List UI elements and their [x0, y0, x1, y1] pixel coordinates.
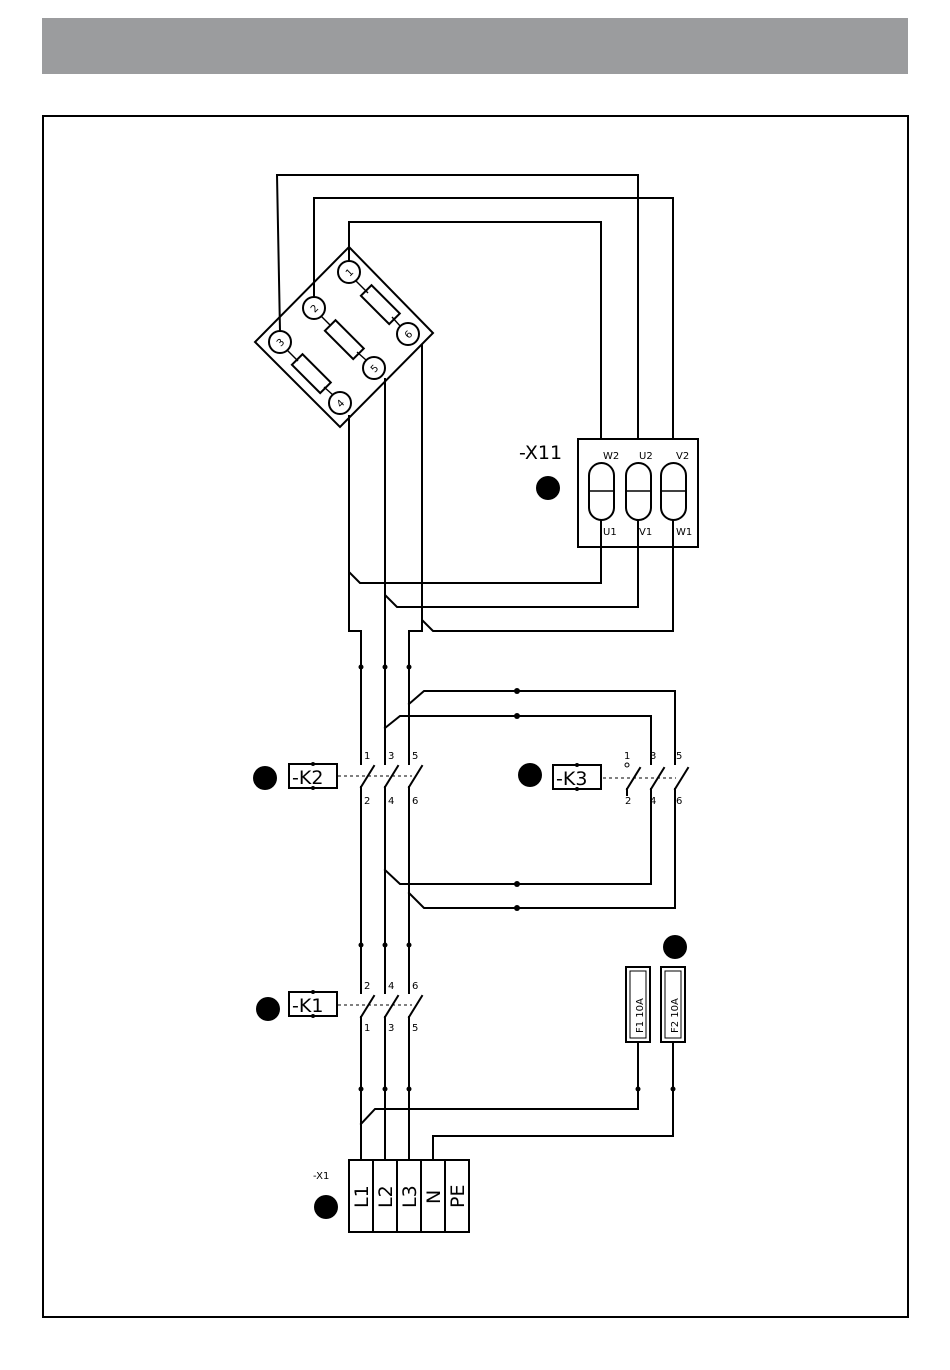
marker-dot-x1	[314, 1195, 338, 1219]
k3-bridge-wires	[385, 691, 675, 908]
terminal-number: 1	[364, 751, 370, 762]
marker-dot-x11	[536, 476, 560, 500]
k3-label: -K3	[556, 768, 587, 790]
x1-cell-label: L3	[399, 1185, 421, 1208]
terminal-number: 4	[650, 796, 656, 807]
terminal-number: 2	[625, 796, 631, 807]
terminal-number: 4	[388, 796, 394, 807]
x1-label: -X1	[313, 1171, 329, 1182]
x11-label: -X11	[519, 442, 562, 464]
fuse-label: F1 10A	[635, 998, 646, 1033]
terminal-number: 4	[388, 981, 394, 992]
supply-terminal-x1: L1 L2 L3 N PE	[349, 1160, 469, 1232]
x11-top-label: U2	[639, 451, 653, 462]
fuse-f2: F2 10A	[661, 967, 685, 1136]
terminal-number: 5	[412, 1023, 418, 1034]
motor-return-wires	[349, 345, 673, 760]
terminal-number: 3	[650, 751, 656, 762]
terminal-number: 6	[412, 981, 418, 992]
fuse-label: F2 10A	[670, 998, 681, 1033]
marker-dot-k3	[518, 763, 542, 787]
x11-bottom-label: U1	[603, 527, 617, 538]
x11-bottom-label: V1	[639, 527, 652, 538]
k1-label: -K1	[292, 995, 323, 1017]
terminal-number: 2	[364, 981, 370, 992]
terminal-number: 5	[676, 751, 682, 762]
x1-cell-label: N	[423, 1190, 445, 1204]
x11-top-label: W2	[603, 451, 619, 462]
motor-winding-block: 1 2 3 4 5 6	[255, 247, 433, 427]
marker-dot-k2	[253, 766, 277, 790]
terminal-number: 1	[624, 751, 630, 762]
marker-dot-fuses	[663, 935, 687, 959]
x11-top-label: V2	[676, 451, 689, 462]
terminal-number: 1	[364, 1023, 370, 1034]
terminal-number: 2	[364, 796, 370, 807]
x11-bottom-label: W1	[676, 527, 692, 538]
terminal-number: 6	[412, 796, 418, 807]
terminal-number: 6	[676, 796, 682, 807]
k2-label: -K2	[292, 767, 323, 789]
marker-dot-k1	[256, 997, 280, 1021]
terminal-number: 3	[388, 1023, 394, 1034]
terminal-number: 5	[412, 751, 418, 762]
x1-cell-label: PE	[447, 1185, 469, 1208]
terminal-number: 3	[388, 751, 394, 762]
contactor-k1: 2 4 6 1 3 5	[289, 945, 422, 1160]
x1-cell-label: L1	[351, 1185, 373, 1208]
x1-cell-label: L2	[375, 1185, 397, 1208]
